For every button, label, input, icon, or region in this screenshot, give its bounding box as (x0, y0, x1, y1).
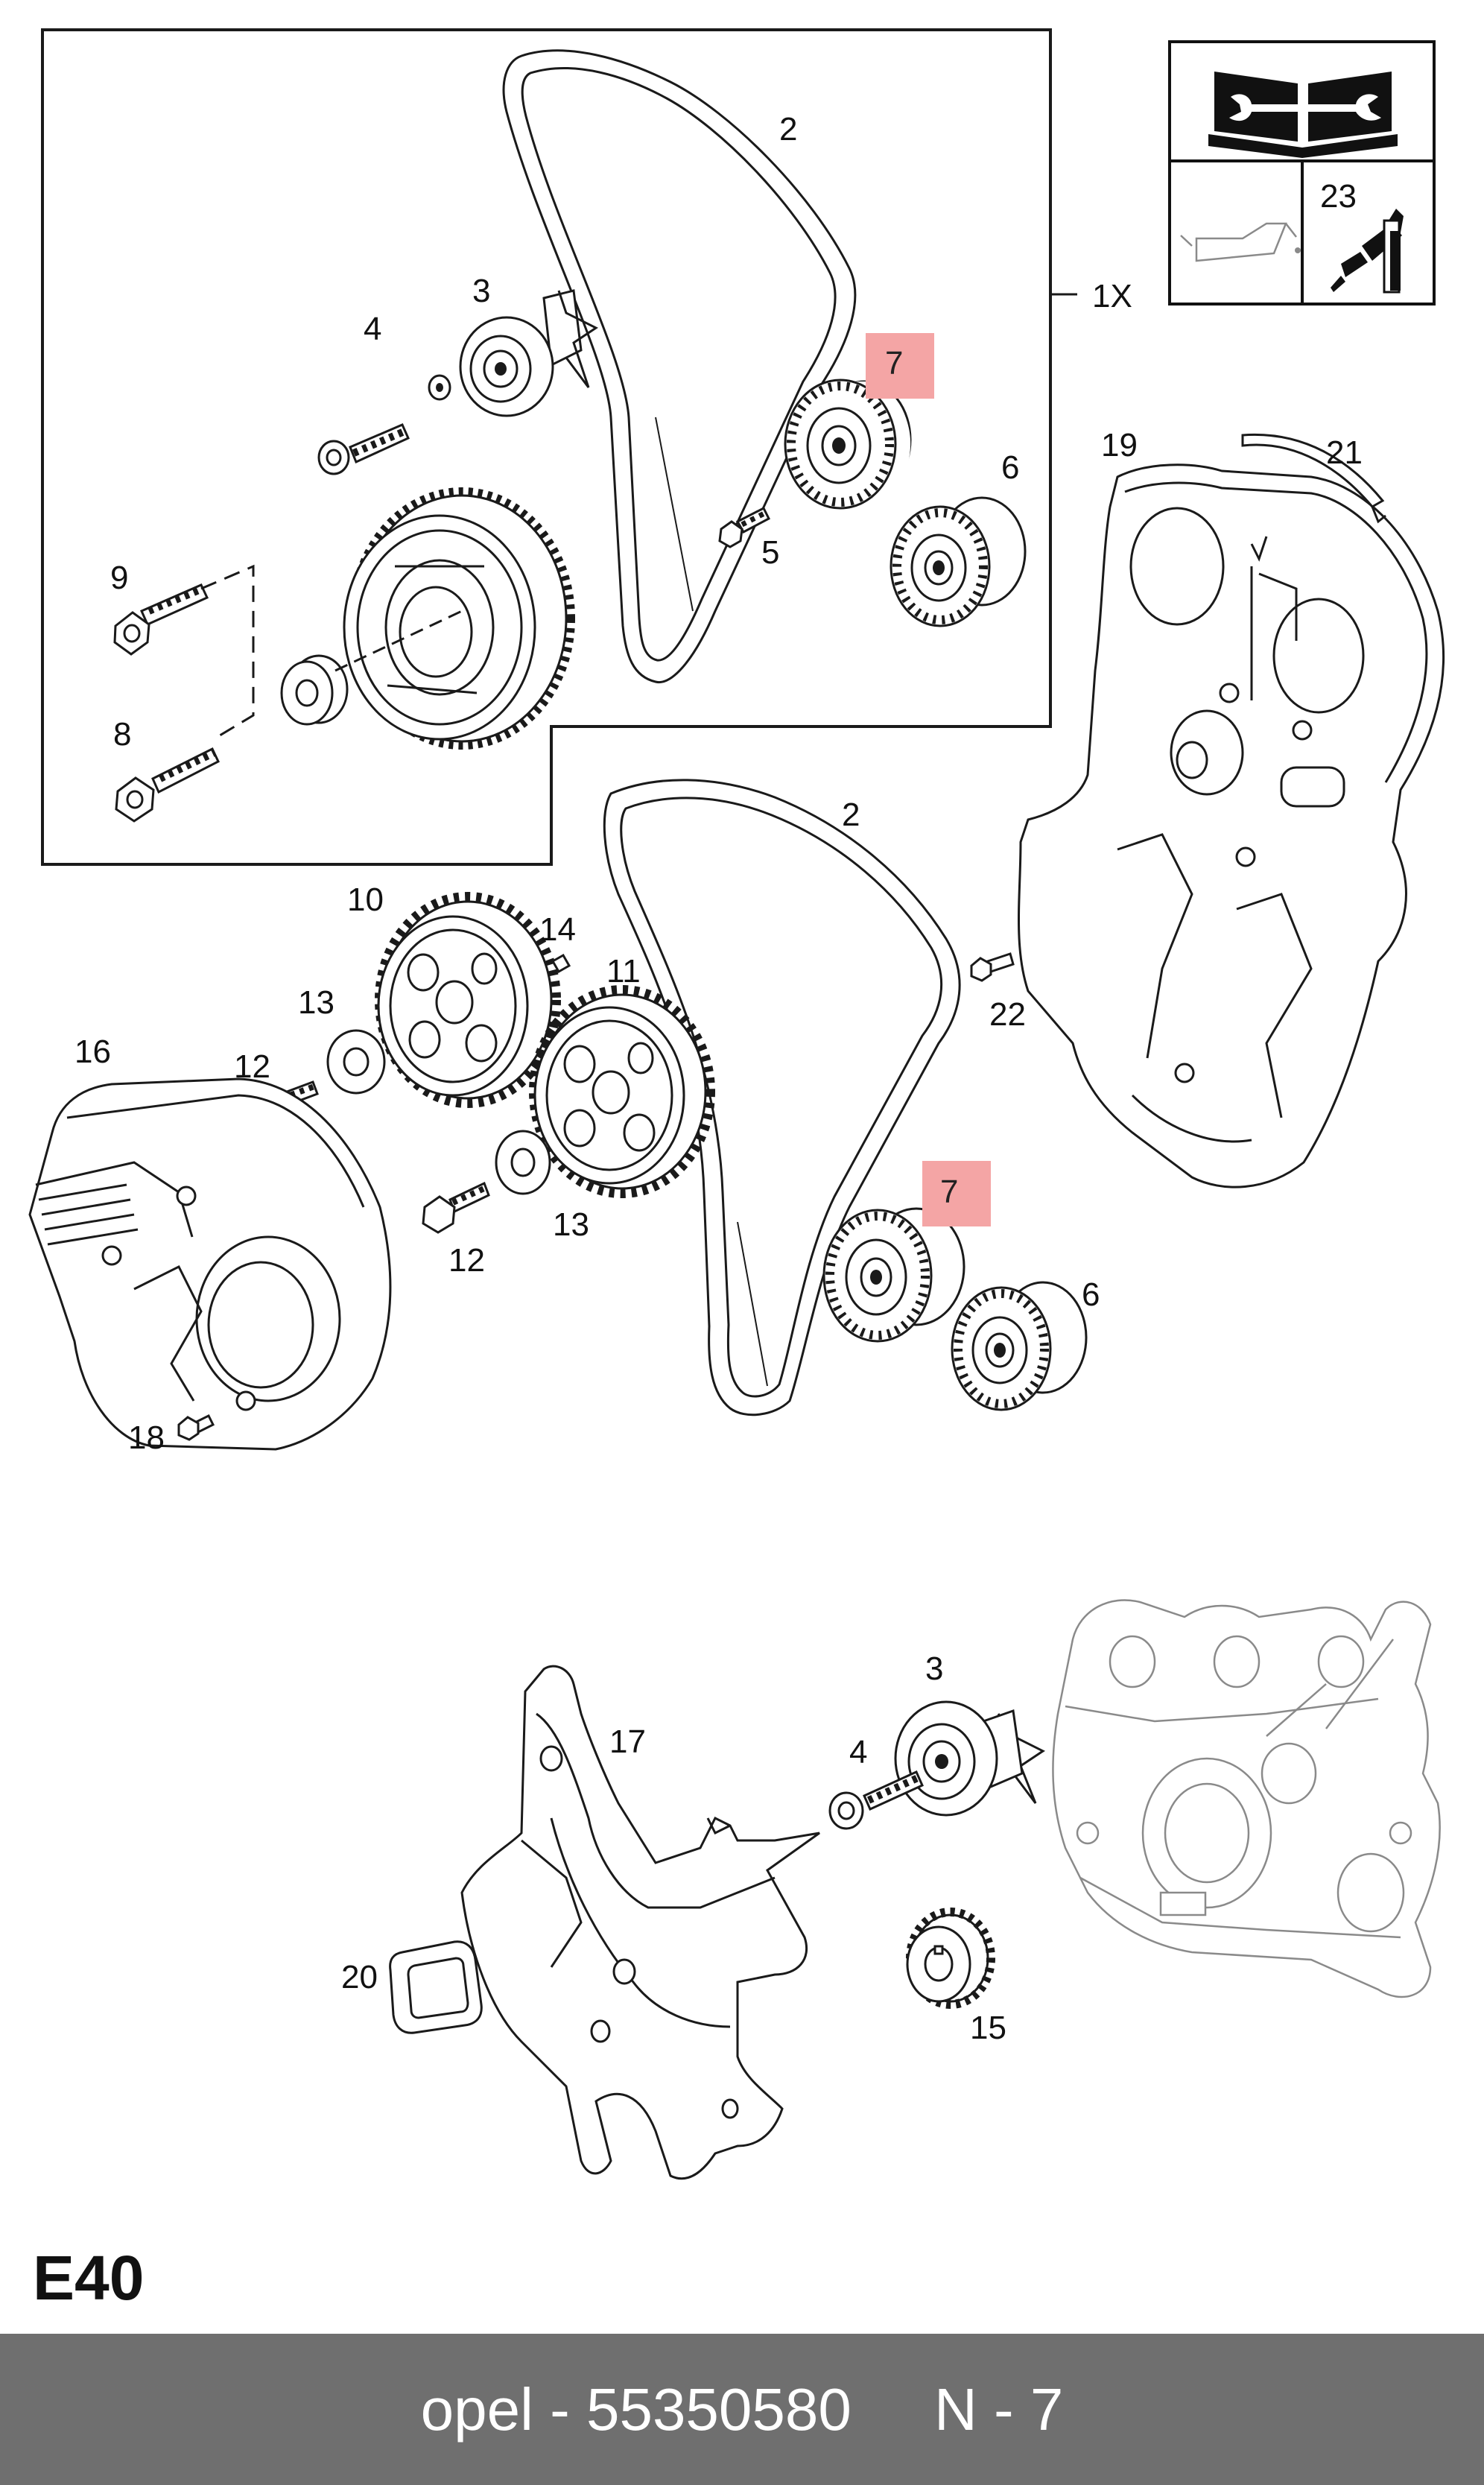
callout-21: 21 (1326, 434, 1363, 471)
washer-13-lower (495, 1130, 551, 1195)
oil-can-icon (1180, 222, 1301, 262)
section-code: E40 (33, 2243, 145, 2313)
reference-icon-box (1168, 40, 1436, 306)
callout-labels: 2 3 4 7 6 5 9 8 19 21 23 2 10 14 11 13 1… (74, 111, 1363, 2046)
sealant-tube-icon (1331, 209, 1404, 294)
tensioner-pulley-lower (894, 1700, 1045, 1817)
callout-6-top: 6 (1001, 449, 1019, 486)
cover-gasket-21 (1241, 433, 1386, 524)
crank-washer (280, 610, 463, 726)
callout-4-bottom: 4 (849, 1734, 867, 1770)
idler-pulley-7-middle (822, 1207, 965, 1343)
timing-belt-upper (502, 49, 857, 684)
callout-2-top: 2 (779, 111, 797, 148)
callout-11: 11 (606, 953, 641, 990)
callout-8: 8 (113, 716, 131, 753)
bolt-8 (115, 747, 220, 823)
parts-diagram: 1X (28, 28, 1445, 2180)
bolt-12-lower (422, 1181, 490, 1234)
callout-13-upper: 13 (298, 984, 334, 1021)
crankshaft-pulley (343, 487, 575, 750)
callout-4-top: 4 (364, 311, 381, 347)
callout-20: 20 (341, 1959, 378, 1995)
idler-pulley-7-upper (784, 379, 912, 510)
callout-9: 9 (110, 560, 128, 596)
tensioner-pulley-upper (459, 289, 598, 417)
camshaft-sprocket-11 (529, 985, 715, 1198)
bolt-18 (177, 1414, 215, 1441)
idler-pulley-6-middle (951, 1281, 1088, 1411)
callout-6-middle: 6 (1082, 1276, 1100, 1313)
woodruff-key-14 (551, 953, 571, 974)
callout-15: 15 (970, 2010, 1006, 2046)
oil-pump-housing (1052, 1599, 1441, 1998)
bolt-4-lower (828, 1770, 924, 1830)
callout-3-top: 3 (472, 273, 490, 309)
front-timing-cover-16 (28, 1077, 392, 1451)
washer-13-upper (326, 1029, 386, 1095)
callout-7-top: 7 (885, 345, 903, 382)
callout-14: 14 (539, 911, 576, 948)
kit-quantity-note: 1X (1092, 278, 1132, 314)
footer-part-number: opel - 55350580 N - 7 (420, 2375, 1064, 2443)
bolt-5 (718, 506, 770, 548)
callout-5: 5 (761, 534, 779, 571)
rear-timing-cover (1018, 463, 1445, 1188)
callout-2-middle: 2 (842, 797, 860, 833)
callout-7-middle: 7 (940, 1174, 958, 1210)
callout-17: 17 (609, 1723, 646, 1760)
bolt-22 (970, 952, 1015, 982)
highlight-box-7-middle (922, 1161, 991, 1226)
idler-pulley-6-upper (890, 496, 1027, 627)
callout-13-lower: 13 (553, 1206, 589, 1243)
callout-23: 23 (1320, 178, 1357, 215)
seal-20 (389, 1940, 483, 2034)
callout-19: 19 (1101, 427, 1138, 463)
camshaft-sprocket-10 (375, 892, 561, 1108)
lower-timing-cover-17 (460, 1665, 820, 2180)
footer-bar: opel - 55350580 N - 7 (0, 2334, 1484, 2485)
callout-10: 10 (347, 881, 384, 918)
timing-belt-middle (603, 779, 961, 1416)
bolt-9 (113, 564, 255, 739)
highlight-box-7-upper (866, 333, 934, 399)
callout-3-bottom: 3 (925, 1650, 943, 1687)
bolt-with-washer-upper (317, 374, 451, 475)
kit-outline (41, 28, 1052, 866)
callout-22: 22 (989, 996, 1026, 1033)
service-manual-icon (1208, 72, 1398, 158)
callout-12-lower: 12 (448, 1242, 485, 1279)
callout-12-upper: 12 (234, 1048, 270, 1085)
crankshaft-sprocket-15 (906, 1908, 995, 2009)
callout-18: 18 (128, 1419, 165, 1456)
callout-16: 16 (74, 1033, 111, 1070)
